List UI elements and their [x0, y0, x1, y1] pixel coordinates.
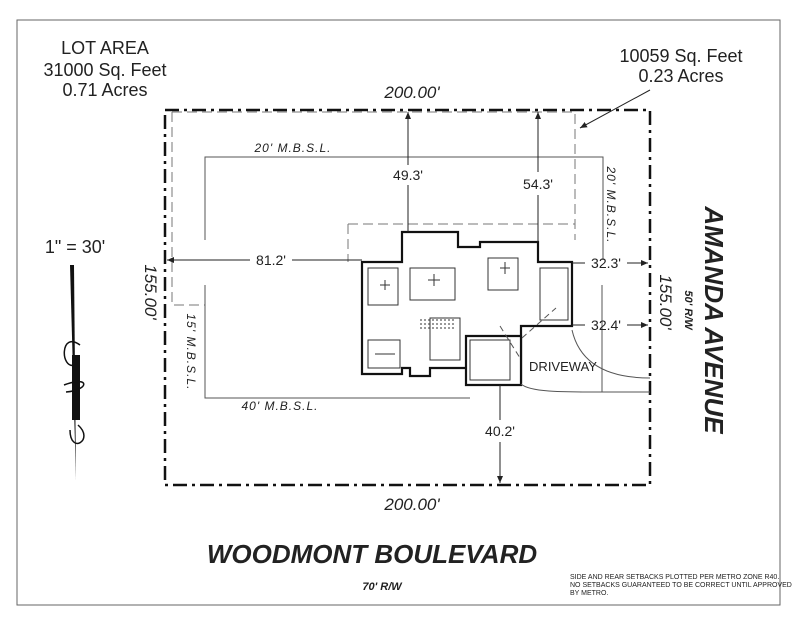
buildable-area-arrow — [579, 89, 651, 129]
dim-32-4: 32.4' — [591, 317, 621, 333]
scale-label: 1" = 30' — [45, 237, 105, 257]
driveway-edge — [571, 329, 651, 379]
setback-line-top — [204, 156, 604, 260]
house-footprint — [360, 230, 574, 387]
setback-top-label: 20' M.B.S.L. — [254, 141, 332, 155]
north-arrow-icon — [63, 265, 85, 480]
sheet-border — [16, 19, 781, 606]
setback-note: SIDE AND REAR SETBACKS PLOTTED PER METRO… — [570, 574, 792, 597]
dim-54-3: 54.3' — [523, 176, 553, 192]
svg-text:SIDE AND REAR SETBACKS PLOTTED: SIDE AND REAR SETBACKS PLOTTED PER METRO… — [570, 574, 779, 581]
dim-32-3: 32.3' — [591, 255, 621, 271]
dim-left: 155.00' — [141, 264, 160, 320]
dim-right: 155.00' — [656, 274, 675, 330]
setback-right-label: 20' M.B.S.L. — [604, 166, 618, 244]
setback-line-bottom — [204, 285, 470, 399]
lot-area-title: LOT AREA — [61, 38, 149, 58]
lot-area-sqft: 31000 Sq. Feet — [43, 60, 166, 80]
dim-bottom: 200.00' — [383, 495, 440, 514]
street-amanda-avenue: AMANDA AVENUE — [699, 205, 729, 434]
driveway-label: DRIVEWAY — [529, 359, 597, 374]
street-amanda-row: 50' R/W — [682, 290, 694, 331]
setback-left-label: 15' M.B.S.L. — [184, 314, 198, 391]
dim-40-2: 40.2' — [485, 423, 515, 439]
buildable-envelope — [171, 111, 576, 306]
setback-bottom-label: 40' M.B.S.L. — [242, 399, 319, 413]
buildable-acres: 0.23 Acres — [638, 66, 723, 86]
dim-49-3: 49.3' — [393, 167, 423, 183]
lot-area-acres: 0.71 Acres — [62, 80, 147, 100]
buildable-sqft: 10059 Sq. Feet — [619, 46, 742, 66]
dim-top: 200.00' — [383, 83, 440, 102]
lot-boundary — [163, 108, 652, 487]
svg-text:BY METRO.: BY METRO. — [570, 590, 608, 597]
street-woodmont-row: 70' R/W — [362, 581, 403, 593]
street-woodmont-boulevard: WOODMONT BOULEVARD — [207, 539, 537, 569]
setback-line-right — [580, 285, 603, 393]
dim-81-2: 81.2' — [256, 252, 286, 268]
svg-text:NO SETBACKS GUARANTEED TO BE C: NO SETBACKS GUARANTEED TO BE CORRECT UNT… — [570, 582, 792, 589]
